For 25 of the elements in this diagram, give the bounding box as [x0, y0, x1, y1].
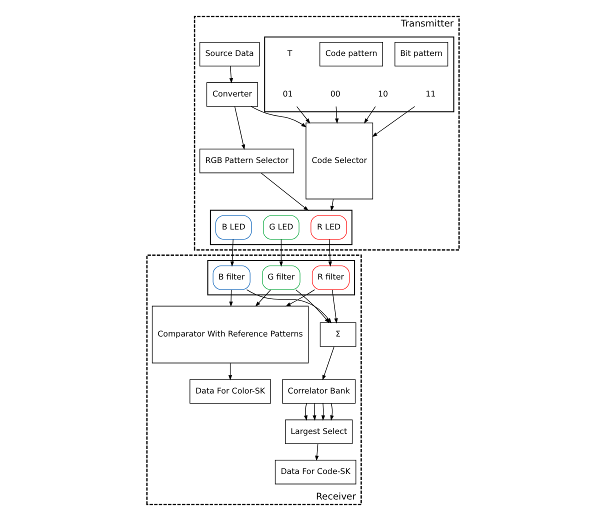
arrow — [279, 239, 284, 267]
arrow — [250, 106, 307, 128]
arrow — [296, 106, 310, 124]
arrow — [321, 403, 326, 421]
arrow — [229, 290, 233, 307]
arrow — [328, 239, 332, 267]
arrow — [228, 363, 232, 380]
arrow — [315, 443, 319, 462]
arrow — [230, 239, 234, 267]
arrow — [260, 172, 309, 211]
arrow — [330, 198, 334, 212]
arrow — [322, 346, 334, 380]
arrow — [285, 289, 315, 307]
cluster — [210, 210, 352, 246]
arrow — [229, 66, 234, 84]
arrow — [372, 106, 416, 137]
arrow — [364, 106, 376, 124]
cluster — [264, 36, 454, 112]
arrow — [332, 290, 338, 324]
arrow — [312, 403, 316, 421]
arrow — [330, 403, 334, 421]
arrow — [255, 290, 271, 307]
arrow — [334, 106, 339, 124]
arrow — [304, 403, 308, 421]
arrow — [234, 106, 246, 150]
